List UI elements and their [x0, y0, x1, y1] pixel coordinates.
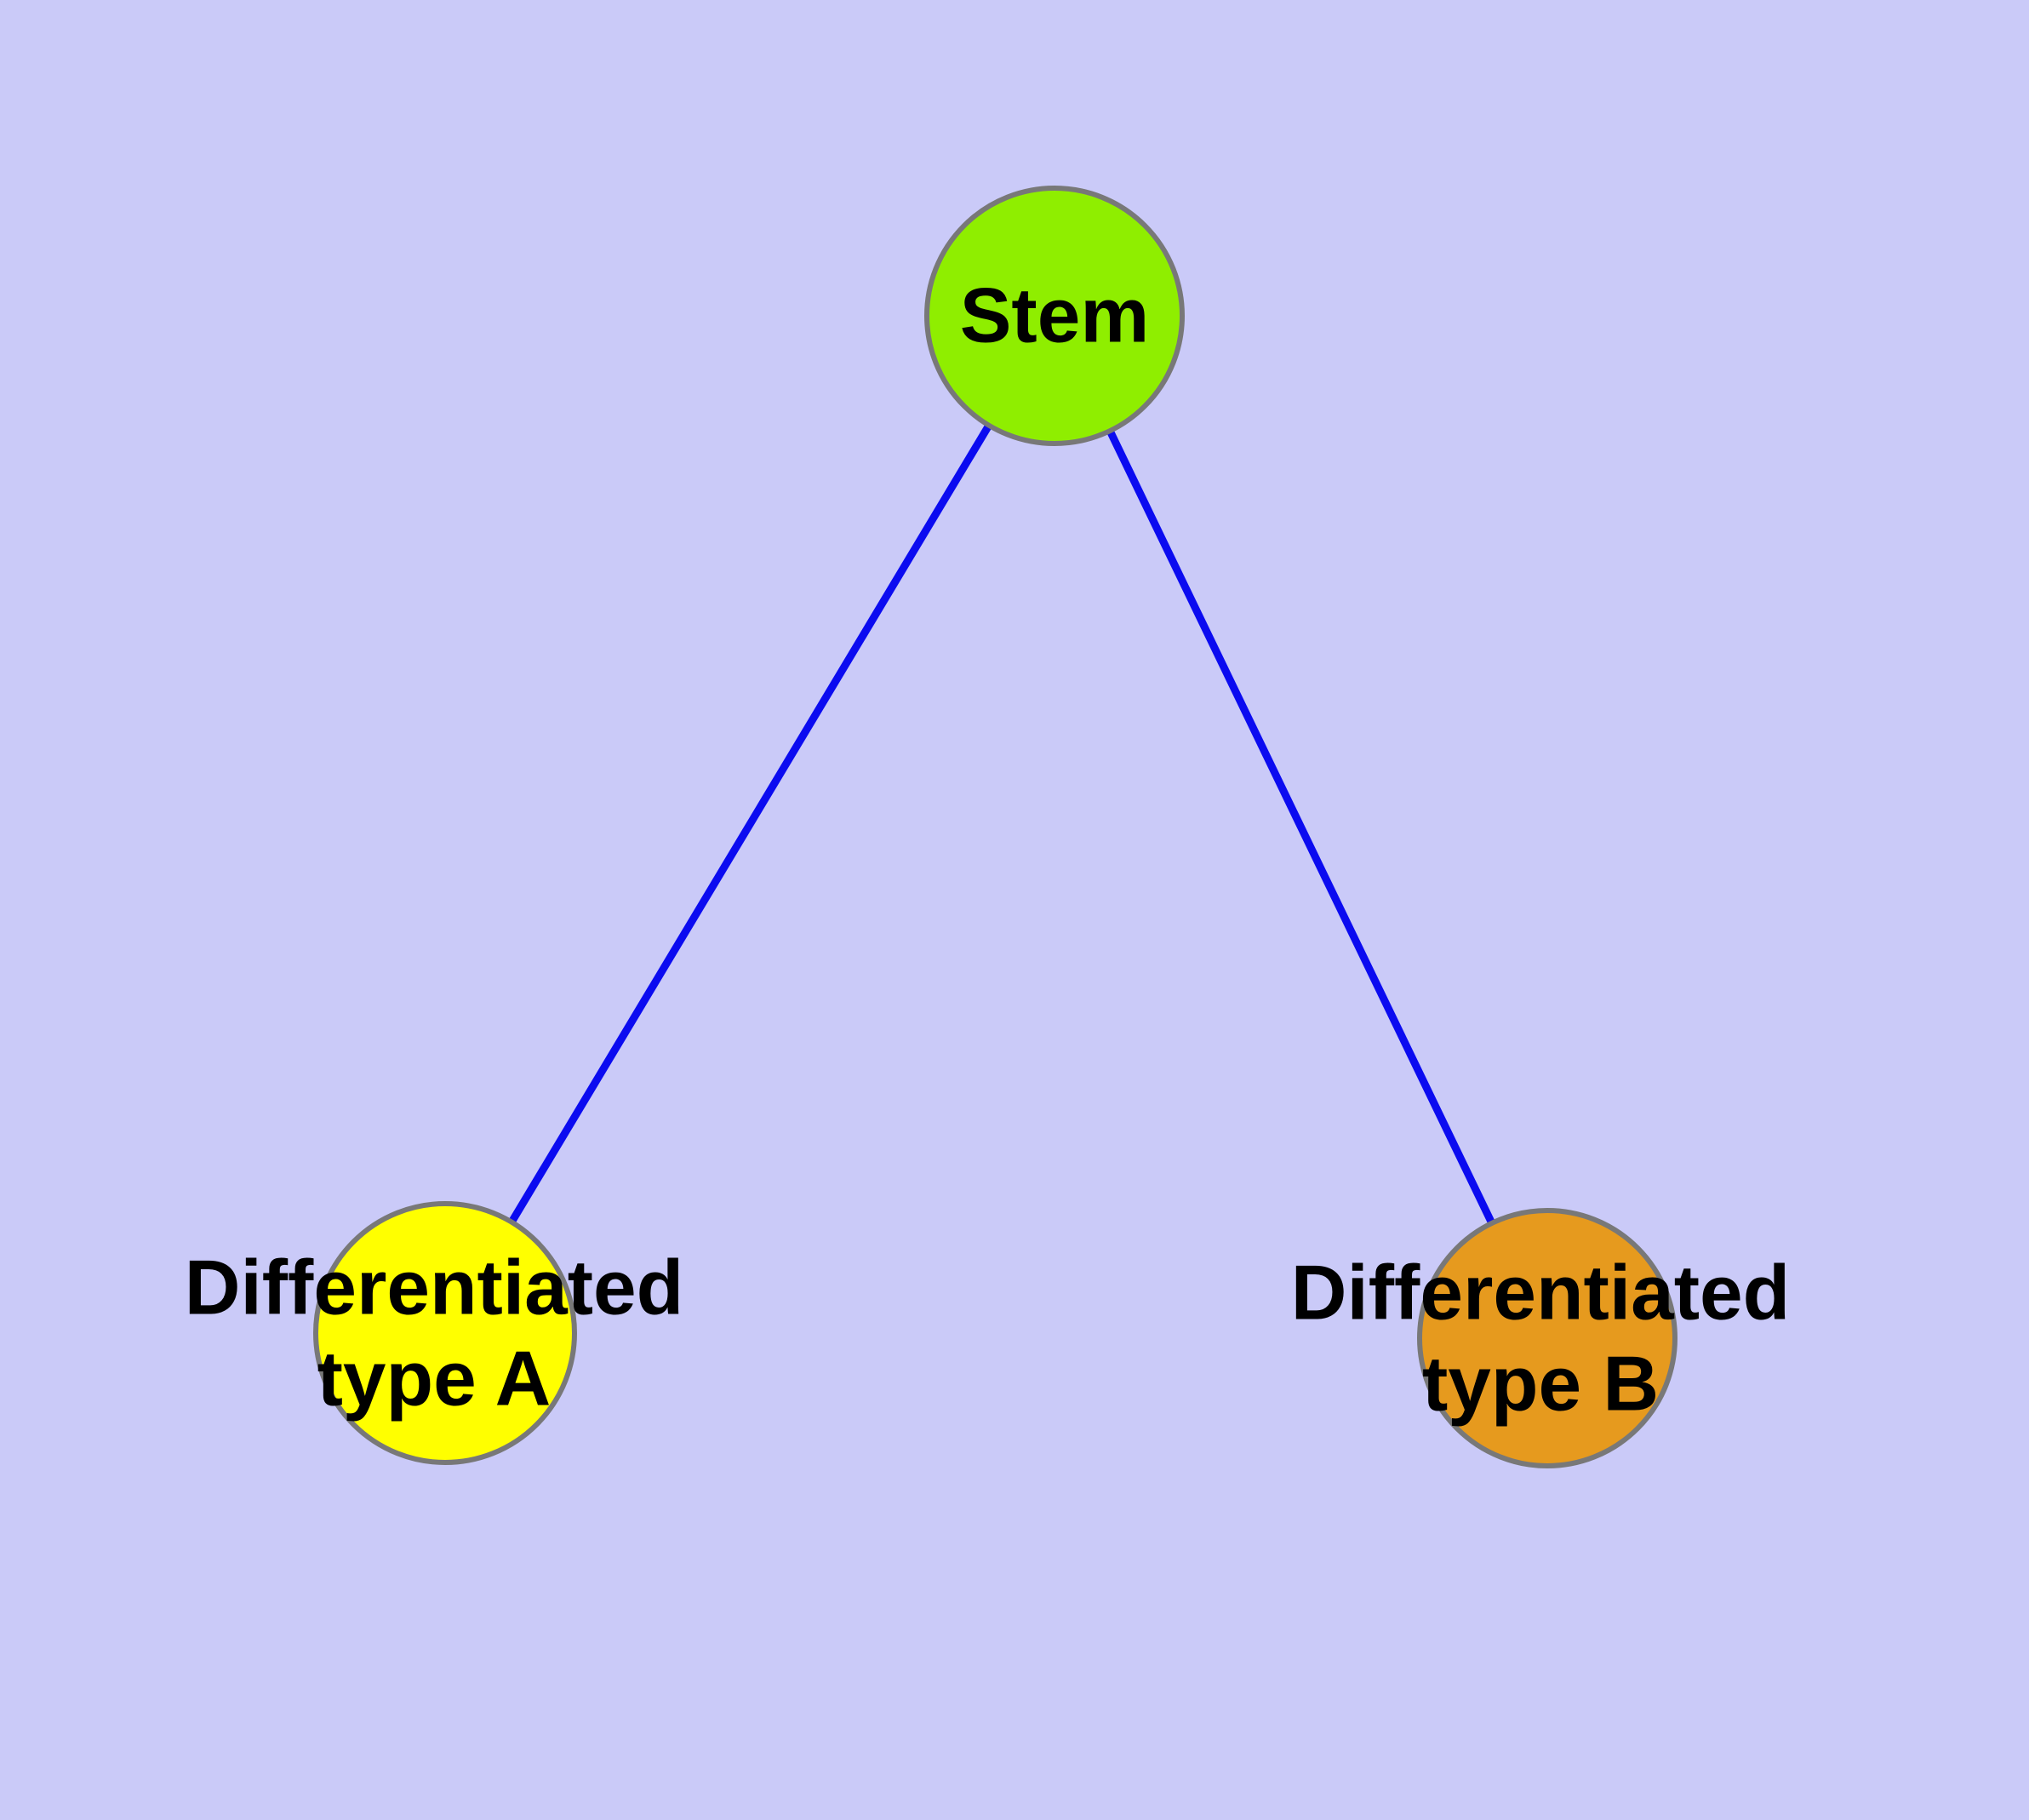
node-differentiated-type-b — [1417, 1208, 1677, 1468]
node-differentiated-type-a — [313, 1201, 577, 1465]
edge-stem-to-type-b — [1050, 314, 1552, 1340]
node-stem — [924, 186, 1185, 446]
edge-stem-to-type-a — [442, 313, 1058, 1336]
